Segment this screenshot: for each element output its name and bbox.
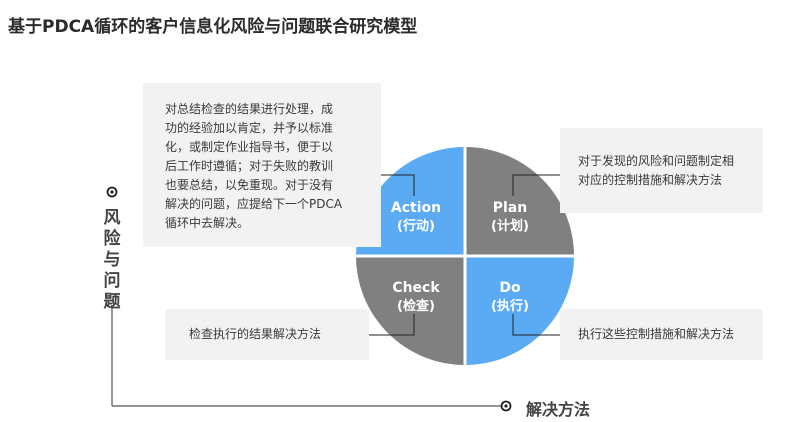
connector-plan (512, 174, 560, 196)
action-description-line: 也要总结，以免重现。对于没有 (165, 178, 334, 192)
quadrant-check-label: Check (392, 280, 440, 296)
vertical-axis-marker-dot (110, 190, 114, 194)
action-description-box: 对总结检查的结果进行处理，成 功的经验加以肯定，并予以标准 化，或制定作业指导书… (143, 83, 381, 247)
quadrant-plan (465, 147, 574, 256)
action-description-line: 解决的问题，应提给下一个PDCA (165, 197, 343, 211)
action-description-line: 后工作时遵循；对于失败的教训 (165, 159, 334, 173)
page-title: 基于PDCA循环的客户信息化风险与问题联合研究模型 (8, 17, 418, 37)
quadrant-action (356, 147, 465, 256)
plan-description-line: 对于发现的风险和问题制定相 (578, 154, 735, 168)
check-description-box: 检查执行的结果解决方法 (165, 309, 369, 360)
quadrant-action-cn: (行动) (397, 218, 435, 234)
connector-action (368, 174, 415, 196)
do-description-box: 执行这些控制措施和解决方法 (560, 309, 763, 360)
quadrant-action-label: Action (391, 200, 441, 216)
quadrant-do-label: Do (499, 280, 521, 296)
quadrant-check (356, 256, 465, 365)
quadrant-check-cn: (检查) (397, 298, 435, 314)
plan-description-line: 对应的控制措施和解决方法 (578, 173, 723, 187)
connector-check (369, 314, 415, 336)
vertical-axis-label: 风险与问题 (103, 208, 121, 312)
action-description-line: 化，或制定作业指导书，便于以 (165, 140, 334, 154)
check-description-line: 检查执行的结果解决方法 (189, 327, 322, 341)
horizontal-axis-marker-dot (504, 404, 508, 408)
quadrant-plan-cn: (计划) (491, 218, 529, 234)
horizontal-axis-label: 解决方法 (526, 400, 591, 419)
action-description-line: 功的经验加以肯定，并予以标准 (165, 121, 334, 135)
action-description-line: 循环中去解决。 (165, 216, 250, 230)
action-description-line: 对总结检查的结果进行处理，成 (165, 102, 334, 116)
do-description-line: 执行这些控制措施和解决方法 (578, 327, 735, 341)
quadrant-plan-label: Plan (493, 200, 527, 216)
connector-do (512, 314, 560, 336)
plan-description-box: 对于发现的风险和问题制定相 对应的控制措施和解决方法 (560, 128, 763, 213)
quadrant-do-cn: (执行) (491, 298, 529, 314)
quadrant-do (465, 256, 574, 365)
